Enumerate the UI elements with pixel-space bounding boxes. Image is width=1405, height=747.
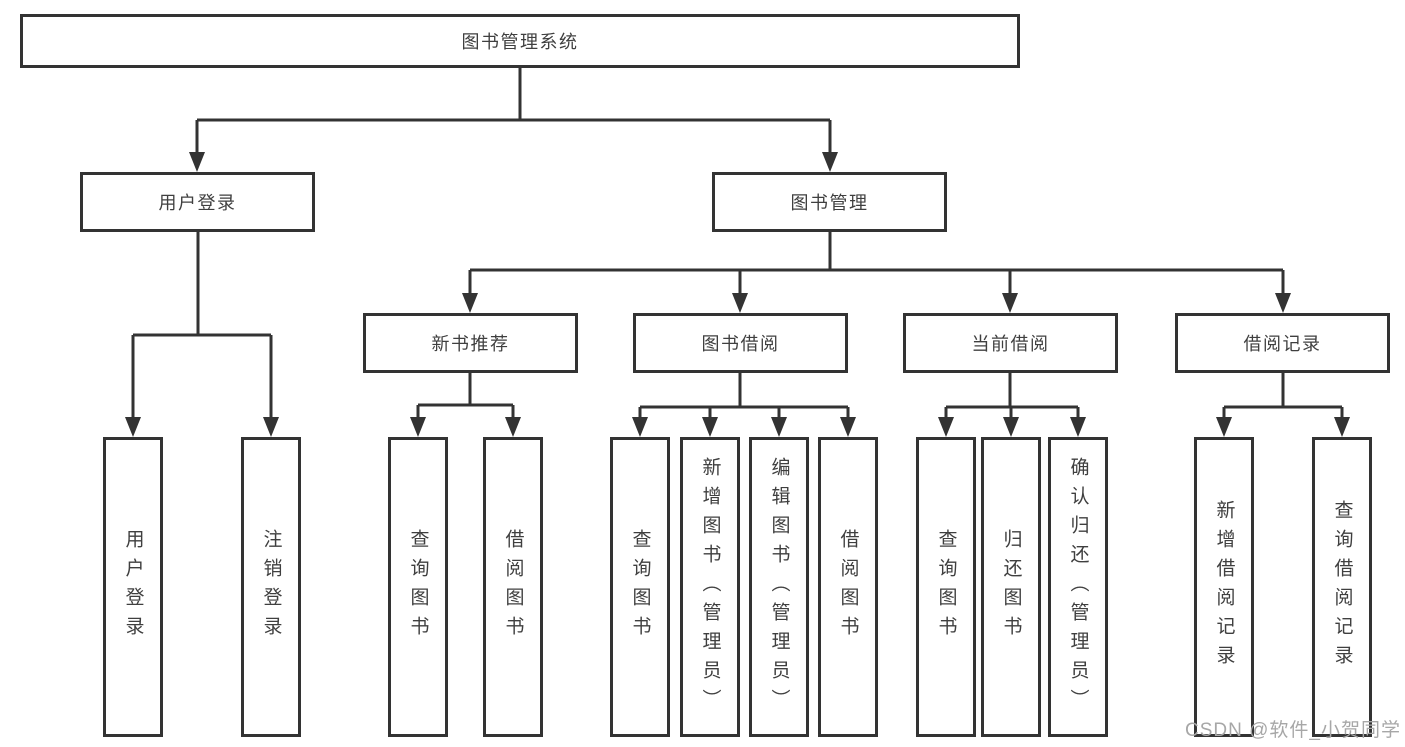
csdn-watermark: CSDN @软件_小贺同学: [1185, 720, 1401, 741]
leaf-query-books-current: 查询图书: [916, 437, 976, 737]
node-book-borrow: 图书借阅: [633, 313, 848, 373]
leaf-add-book-admin: 新增图书（管理员）: [680, 437, 740, 737]
leaf-add-borrow-record: 新增借阅记录: [1194, 437, 1254, 737]
node-book-management: 图书管理: [712, 172, 947, 232]
leaf-edit-book-admin: 编辑图书（管理员）: [749, 437, 809, 737]
node-new-book-recommend: 新书推荐: [363, 313, 578, 373]
leaf-borrow-books-recommend: 借阅图书: [483, 437, 543, 737]
leaf-query-books-borrow: 查询图书: [610, 437, 670, 737]
arrowheads: [125, 152, 1350, 437]
node-borrow-records: 借阅记录: [1175, 313, 1390, 373]
node-current-borrow: 当前借阅: [903, 313, 1118, 373]
node-user-login: 用户登录: [80, 172, 315, 232]
leaf-query-borrow-record: 查询借阅记录: [1312, 437, 1372, 737]
leaf-confirm-return-admin: 确认归还（管理员）: [1048, 437, 1108, 737]
leaf-borrow-books-borrow: 借阅图书: [818, 437, 878, 737]
node-library-system: 图书管理系统: [20, 14, 1020, 68]
leaf-query-books-recommend: 查询图书: [388, 437, 448, 737]
leaf-user-login: 用户登录: [103, 437, 163, 737]
leaf-logout: 注销登录: [241, 437, 301, 737]
leaf-return-book: 归还图书: [981, 437, 1041, 737]
